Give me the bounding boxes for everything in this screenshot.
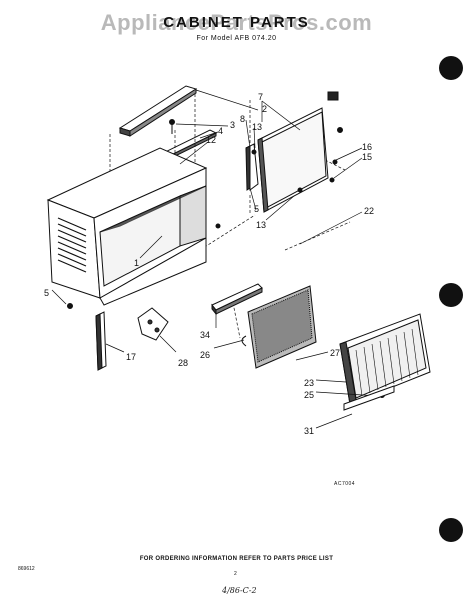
page-title: CABINET PARTS bbox=[163, 14, 310, 31]
callout-1: 1 bbox=[134, 258, 139, 268]
punch-hole-middle bbox=[439, 283, 463, 307]
callout-27: 27 bbox=[330, 348, 340, 358]
punch-hole-top bbox=[439, 56, 463, 80]
callout-5a: 5 bbox=[254, 204, 259, 214]
callout-3: 3 bbox=[230, 120, 235, 130]
top-rail bbox=[118, 85, 198, 137]
callout-34: 34 bbox=[200, 330, 210, 340]
mount-bracket bbox=[137, 307, 169, 341]
callout-28: 28 bbox=[178, 358, 188, 368]
side-strip bbox=[95, 311, 107, 371]
callout-31: 31 bbox=[304, 426, 314, 436]
callout-13a: 13 bbox=[252, 122, 262, 132]
callout-25: 25 bbox=[304, 390, 314, 400]
callout-7: 7 bbox=[258, 92, 263, 102]
ordering-footnote: FOR ORDERING INFORMATION REFER TO PARTS … bbox=[139, 556, 334, 562]
callout-16: 16 bbox=[362, 142, 372, 152]
air-filter bbox=[247, 285, 317, 369]
handwritten-note: 4/86-C-2 bbox=[222, 586, 257, 595]
document-number: 869612 bbox=[18, 566, 35, 572]
cabinet-shell bbox=[46, 147, 208, 306]
watermark-text: AppliancePartsPros.com bbox=[100, 10, 373, 35]
callout-4: 4 bbox=[218, 126, 223, 136]
callout-2: 2 bbox=[262, 104, 267, 114]
art-code: AC7004 bbox=[334, 481, 356, 487]
callout-15: 15 bbox=[362, 152, 372, 162]
callout-22: 22 bbox=[364, 206, 374, 216]
callout-17: 17 bbox=[126, 352, 136, 362]
page-number: 2 bbox=[234, 571, 237, 577]
grille-bottom bbox=[343, 385, 395, 411]
side-panel bbox=[257, 107, 329, 213]
callout-labels: 7 2 3 4 12 8 13 16 15 5 13 22 1 5 17 28 … bbox=[44, 92, 374, 436]
callout-5b: 5 bbox=[44, 288, 49, 298]
callout-13b: 13 bbox=[256, 220, 266, 230]
callout-12: 12 bbox=[206, 135, 216, 145]
front-grille bbox=[339, 313, 431, 405]
callout-26: 26 bbox=[200, 350, 210, 360]
page-subtitle: For Model AFB 074.20 bbox=[196, 35, 277, 42]
punch-hole-bottom bbox=[439, 518, 463, 542]
callout-23: 23 bbox=[304, 378, 314, 388]
foam-strip bbox=[211, 283, 263, 316]
callout-8: 8 bbox=[240, 114, 245, 124]
clip bbox=[327, 91, 339, 101]
